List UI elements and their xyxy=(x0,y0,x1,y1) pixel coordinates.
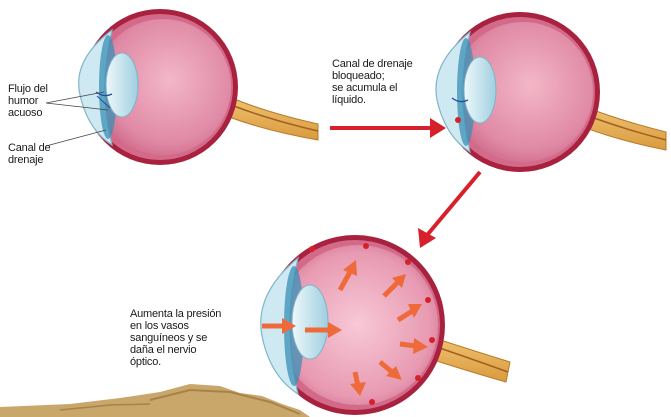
label-line: drenaje xyxy=(8,154,50,166)
label-drain: Canal de drenaje xyxy=(8,142,50,166)
arrow-to-damaged xyxy=(428,172,480,234)
label-blocked: Canal de drenaje bloqueado; se acumula e… xyxy=(332,58,413,106)
label-flow: Flujo del humor acuoso xyxy=(8,83,48,119)
label-line: se acumula el xyxy=(332,82,413,94)
eye-blocked xyxy=(436,12,666,172)
label-pressure: Aumenta la presión en los vasos sanguíne… xyxy=(130,308,221,368)
label-line: Canal de xyxy=(8,142,50,154)
lens xyxy=(464,57,496,123)
label-line: óptico. xyxy=(130,356,221,368)
label-line: Canal de drenaje xyxy=(332,58,413,70)
leader-drain xyxy=(46,130,106,146)
lens xyxy=(292,285,328,359)
label-line: sanguíneos y se xyxy=(130,332,221,344)
label-line: acuoso xyxy=(8,107,48,119)
label-line: en los vasos xyxy=(130,320,221,332)
label-line: daña el nervio xyxy=(130,344,221,356)
arrow-head xyxy=(418,228,436,248)
eye-normal xyxy=(79,9,318,165)
label-line: Aumenta la presión xyxy=(130,308,221,320)
label-line: humor xyxy=(8,95,48,107)
lens xyxy=(106,53,138,117)
label-line: bloqueado; xyxy=(332,70,413,82)
label-line: líquido. xyxy=(332,94,413,106)
eye-damaged xyxy=(261,235,510,415)
label-line: Flujo del xyxy=(8,83,48,95)
